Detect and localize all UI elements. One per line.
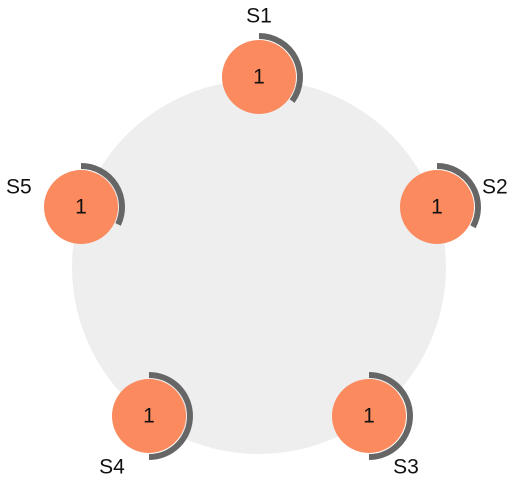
server-node-s1[interactable]: 1	[222, 33, 303, 114]
server-label-s2: S2	[482, 176, 508, 199]
server-label-s3: S3	[393, 456, 419, 479]
server-node-body	[400, 170, 474, 244]
server-term-label: 1	[253, 66, 265, 89]
server-term-label: 1	[143, 405, 155, 428]
election-timer-arc	[148, 372, 193, 460]
server-term-label: 1	[363, 405, 375, 428]
server-term-label: 1	[431, 196, 443, 219]
server-label-s5: S5	[6, 176, 32, 199]
server-label-s4: S4	[99, 456, 125, 479]
server-node-s3[interactable]: 1	[332, 372, 413, 460]
server-node-body	[332, 379, 406, 453]
server-label-s1: S1	[246, 5, 272, 28]
election-timer-arc	[368, 372, 413, 460]
server-node-body	[222, 40, 296, 114]
election-timer-arc	[258, 33, 303, 103]
server-node-s5[interactable]: 1	[44, 163, 125, 244]
server-term-label: 1	[75, 196, 87, 219]
server-node-body	[112, 379, 186, 453]
cluster-ring	[72, 80, 446, 454]
election-timer-arc	[80, 163, 125, 226]
server-node-s2[interactable]: 1	[400, 163, 481, 244]
server-node-body	[44, 170, 118, 244]
election-timer-arc	[436, 163, 481, 229]
server-node-s4[interactable]: 1	[112, 372, 193, 460]
